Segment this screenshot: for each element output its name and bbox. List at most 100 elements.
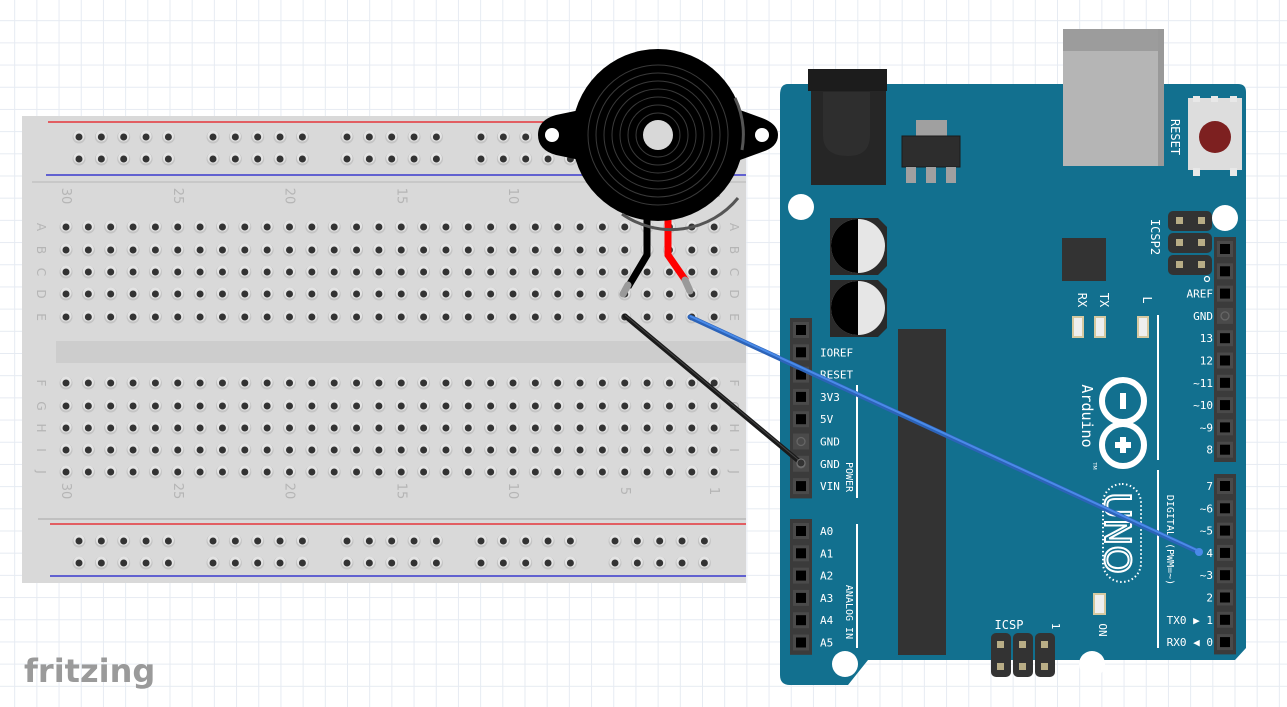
breadboard-hole-B2[interactable] <box>685 243 699 257</box>
rail-hole[interactable] <box>340 152 354 166</box>
header-pin[interactable] <box>1217 478 1233 494</box>
header-pin[interactable] <box>793 612 809 629</box>
breadboard-hole-A16[interactable] <box>372 220 386 234</box>
breadboard-hole-E16[interactable] <box>372 310 386 324</box>
breadboard-hole-I8[interactable] <box>551 443 565 457</box>
breadboard-hole-A17[interactable] <box>350 220 364 234</box>
rail-hole[interactable] <box>206 534 220 548</box>
gnd-wire[interactable] <box>622 313 804 466</box>
rail-hole[interactable] <box>519 534 533 548</box>
breadboard-hole-E25[interactable] <box>171 310 185 324</box>
breadboard-hole-E15[interactable] <box>394 310 408 324</box>
breadboard-hole-H12[interactable] <box>461 421 475 435</box>
header-pin[interactable] <box>1217 285 1233 302</box>
rail-hole[interactable] <box>541 534 555 548</box>
rail-hole[interactable] <box>697 534 711 548</box>
breadboard-hole-G29[interactable] <box>81 399 95 413</box>
breadboard-hole-C30[interactable] <box>59 265 73 279</box>
breadboard-hole-D20[interactable] <box>283 287 296 301</box>
rail-hole[interactable] <box>295 152 309 166</box>
breadboard-hole-E12[interactable] <box>461 310 475 324</box>
breadboard-hole-G25[interactable] <box>171 399 185 413</box>
breadboard-hole-J18[interactable] <box>327 465 341 479</box>
breadboard-hole-B5[interactable] <box>618 243 632 257</box>
breadboard-hole-I29[interactable] <box>81 443 95 457</box>
rail-hole[interactable] <box>72 130 86 144</box>
breadboard-hole-G11[interactable] <box>484 399 498 413</box>
header-pin[interactable] <box>1217 611 1233 628</box>
breadboard-hole-F14[interactable] <box>417 376 431 390</box>
breadboard-hole-J28[interactable] <box>104 465 118 479</box>
breadboard-hole-H24[interactable] <box>193 421 207 435</box>
breadboard-hole-I6[interactable] <box>595 443 609 457</box>
breadboard-hole-B16[interactable] <box>372 243 386 257</box>
breadboard-hole-C9[interactable] <box>528 265 542 279</box>
breadboard-hole-C2[interactable] <box>685 265 699 279</box>
rail-hole[interactable] <box>608 556 622 570</box>
breadboard-hole-J5[interactable] <box>618 465 632 479</box>
rail-hole[interactable] <box>407 534 421 548</box>
breadboard-hole-H21[interactable] <box>260 421 274 435</box>
breadboard-hole-D15[interactable] <box>394 287 408 301</box>
breadboard-hole-B15[interactable] <box>394 243 408 257</box>
breadboard-hole-A9[interactable] <box>528 220 542 234</box>
breadboard-hole-J22[interactable] <box>238 465 252 479</box>
breadboard-hole-C27[interactable] <box>126 265 140 279</box>
breadboard-hole-E3[interactable] <box>662 310 676 324</box>
breadboard-hole-D28[interactable] <box>104 287 118 301</box>
breadboard-hole-F26[interactable] <box>148 376 162 390</box>
header-pin[interactable] <box>1217 419 1233 436</box>
breadboard-hole-E26[interactable] <box>148 310 162 324</box>
breadboard-hole-F10[interactable] <box>506 376 520 390</box>
rail-hole[interactable] <box>206 152 220 166</box>
header-pin[interactable] <box>793 634 809 651</box>
breadboard-hole-F13[interactable] <box>439 376 453 390</box>
rail-hole[interactable] <box>429 556 443 570</box>
breadboard-hole-G15[interactable] <box>394 399 408 413</box>
breadboard-hole-A20[interactable] <box>283 220 296 234</box>
header-pin[interactable] <box>1217 241 1233 257</box>
breadboard-hole-I26[interactable] <box>148 443 162 457</box>
breadboard-hole-I20[interactable] <box>283 443 296 457</box>
breadboard-hole-G18[interactable] <box>327 399 341 413</box>
breadboard-hole-F15[interactable] <box>394 376 408 390</box>
breadboard-hole-A13[interactable] <box>439 220 453 234</box>
breadboard-hole-J17[interactable] <box>350 465 364 479</box>
breadboard-hole-J6[interactable] <box>595 465 609 479</box>
breadboard-hole-D16[interactable] <box>372 287 386 301</box>
rail-hole[interactable] <box>474 130 488 144</box>
breadboard-hole-B11[interactable] <box>484 243 498 257</box>
breadboard-hole-G27[interactable] <box>126 399 140 413</box>
rail-hole[interactable] <box>362 152 376 166</box>
icsp-pin[interactable] <box>1198 217 1205 224</box>
breadboard-hole-D18[interactable] <box>327 287 341 301</box>
breadboard-hole-A15[interactable] <box>394 220 408 234</box>
breadboard-hole-A25[interactable] <box>171 220 185 234</box>
breadboard-hole-H7[interactable] <box>573 421 587 435</box>
breadboard-hole-D26[interactable] <box>148 287 162 301</box>
breadboard-hole-C4[interactable] <box>640 265 654 279</box>
breadboard-hole-C28[interactable] <box>104 265 118 279</box>
header-pin[interactable] <box>793 433 809 450</box>
rail-hole[interactable] <box>161 556 175 570</box>
breadboard-hole-H15[interactable] <box>394 421 408 435</box>
breadboard-hole-G10[interactable] <box>506 399 520 413</box>
rail-hole[interactable] <box>228 534 242 548</box>
breadboard-hole-D19[interactable] <box>305 287 319 301</box>
breadboard-hole-D21[interactable] <box>260 287 274 301</box>
breadboard-hole-A5[interactable] <box>618 220 632 234</box>
header-pin[interactable] <box>1217 589 1233 606</box>
breadboard-hole-B25[interactable] <box>171 243 185 257</box>
breadboard-hole-G16[interactable] <box>372 399 386 413</box>
breadboard-hole-D8[interactable] <box>551 287 565 301</box>
rail-hole[interactable] <box>608 534 622 548</box>
rail-hole[interactable] <box>519 130 533 144</box>
breadboard-hole-C19[interactable] <box>305 265 319 279</box>
rail-hole[interactable] <box>206 556 220 570</box>
rail-hole[interactable] <box>139 534 153 548</box>
rail-hole[interactable] <box>117 534 131 548</box>
breadboard-hole-A24[interactable] <box>193 220 207 234</box>
breadboard-hole-F7[interactable] <box>573 376 587 390</box>
rail-hole[interactable] <box>161 152 175 166</box>
breadboard-hole-C16[interactable] <box>372 265 386 279</box>
